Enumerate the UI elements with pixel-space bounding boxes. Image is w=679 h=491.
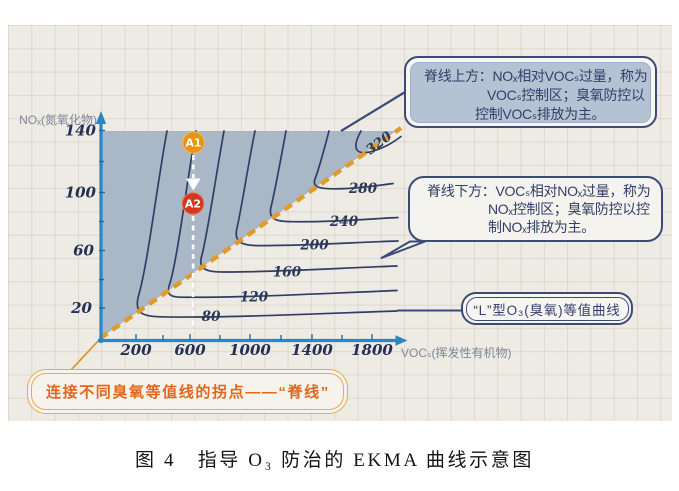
- y-axis-arrowhead: [95, 111, 107, 124]
- ridge-box-connector-line: [70, 338, 101, 371]
- isopleth-label-160: 160: [273, 265, 302, 281]
- x-tick-600: 600: [174, 341, 206, 359]
- callout-below-line2: NOₓ控制区；臭氧防控以控: [488, 201, 650, 217]
- reduction-arrowhead: [186, 178, 201, 191]
- above-box-connector-line: [340, 88, 411, 132]
- marker-a2-label: A2: [185, 198, 201, 211]
- callout-ridge-text: 连接不同臭氧等值线的拐点——“脊线”: [31, 373, 344, 410]
- callout-ridge-definition: 连接不同臭氧等值线的拐点——“脊线”: [27, 369, 348, 414]
- callout-above-line1: 脊线上方：NOₓ相对VOCₛ过量，称为: [424, 67, 648, 84]
- isopleth-240: [269, 130, 399, 223]
- callout-below-line3: 制NOₓ排放为主。: [488, 219, 595, 235]
- isopleth-160: [200, 130, 398, 273]
- y-tick-100: 100: [65, 184, 97, 202]
- isopleth-label-80: 80: [202, 309, 221, 325]
- y-tick-labels: 140 100 60 20: [65, 122, 97, 318]
- axis-tick-marks: [99, 129, 373, 340]
- marker-a2: A2: [181, 192, 205, 215]
- callout-lshape-text: “L”型O₃(臭氧)等值曲线: [465, 296, 629, 321]
- isopleth-label-280: 280: [348, 181, 378, 197]
- axes: [98, 121, 398, 343]
- marker-a1: A1: [182, 131, 205, 154]
- marker-a1-label: A1: [185, 137, 201, 150]
- y-tick-140: 140: [65, 122, 97, 140]
- isopleth-label-240: 240: [329, 214, 359, 230]
- y-axis-title: NOₓ(氮氧化物): [19, 113, 97, 127]
- callout-above-ridge: 脊线上方：NOₓ相对VOCₛ过量，称为 VOCₛ控制区；臭氧防控以 控制VOCₛ…: [404, 56, 657, 128]
- isopleth-label-200: 200: [299, 238, 329, 254]
- isopleth-80: [136, 130, 398, 318]
- x-axis-arrowhead: [395, 335, 408, 346]
- ridge-line: [98, 126, 403, 341]
- callout-above-ridge-fill: 脊线上方：NOₓ相对VOCₛ过量，称为 VOCₛ控制区；臭氧防控以 控制VOCₛ…: [410, 61, 651, 123]
- callout-below-line1: 脊线下方：VOCₛ相对NOₓ过量，称为: [427, 183, 651, 199]
- x-axis-title: VOCₛ(挥发性有机物): [401, 346, 512, 360]
- isopleth-200: [235, 130, 399, 247]
- y-tick-20: 20: [70, 299, 92, 317]
- callout-lshape: “L”型O₃(臭氧)等值曲线: [461, 292, 633, 325]
- callout-below-ridge: 脊线下方：VOCₛ相对NOₓ过量，称为 NOₓ控制区；臭氧防控以控 制NOₓ排放…: [408, 176, 663, 242]
- below-box-tail: [380, 240, 426, 259]
- callout-above-line2: VOCₛ控制区；臭氧防控以: [487, 86, 645, 103]
- x-tick-1000: 1000: [229, 341, 271, 359]
- figure-caption: 图 4 指导 O₃ 防治的 EKMA 曲线示意图: [135, 450, 534, 471]
- callout-above-line3: 控制VOCₛ排放为主。: [475, 105, 606, 122]
- isopleth-label-120: 120: [240, 290, 269, 306]
- x-tick-1800: 1800: [351, 341, 393, 359]
- y-tick-60: 60: [73, 242, 94, 260]
- isopleth-320: [355, 130, 402, 154]
- isopleth-280: [313, 130, 394, 190]
- x-tick-200: 200: [119, 341, 152, 359]
- x-tick-1400: 1400: [291, 341, 333, 359]
- x-tick-labels: 200 600 1000 1400 1800: [119, 341, 393, 359]
